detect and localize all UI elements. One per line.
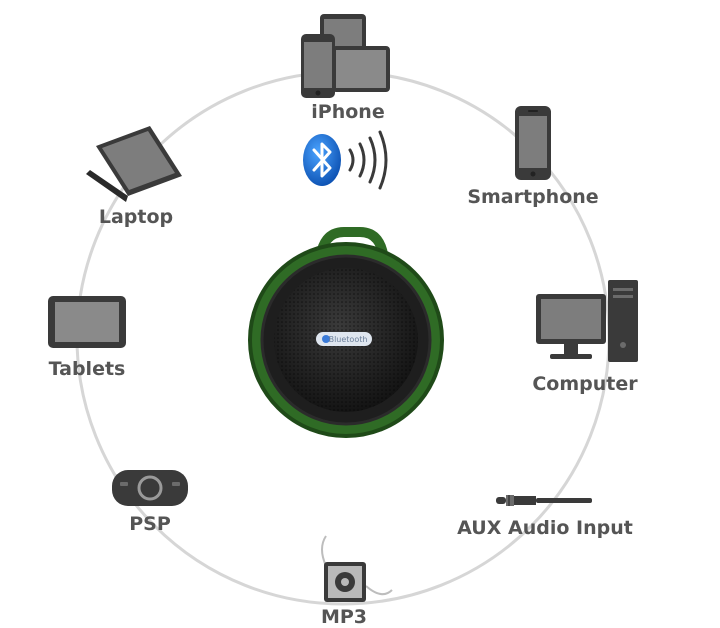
bluetooth-icon: [303, 134, 341, 186]
tablet-icon: [48, 296, 126, 348]
laptop-label: Laptop: [99, 206, 173, 228]
smartphone-label: Smartphone: [467, 186, 598, 208]
signal-waves-icon: [348, 130, 388, 190]
speaker-badge: [316, 332, 372, 346]
iphone-label: iPhone: [311, 101, 384, 123]
mp3-label: MP3: [321, 606, 367, 628]
speaker-badge-label: Bluetooth: [329, 335, 368, 344]
psp-label: PSP: [129, 513, 171, 535]
psp-icon: [112, 470, 188, 506]
aux-label: AUX Audio Input: [457, 517, 633, 539]
smartphone-icon: [515, 106, 551, 180]
mp3-player-icon: [321, 535, 393, 602]
laptop-icon: [86, 126, 182, 202]
computer-label: Computer: [532, 373, 638, 395]
tablets-label: Tablets: [49, 358, 126, 380]
bluetooth-speaker-image: Bluetooth: [248, 227, 444, 438]
aux-plug-icon: [496, 495, 592, 506]
computer-icon: [536, 280, 638, 362]
iphone-device-icon: [301, 14, 390, 98]
